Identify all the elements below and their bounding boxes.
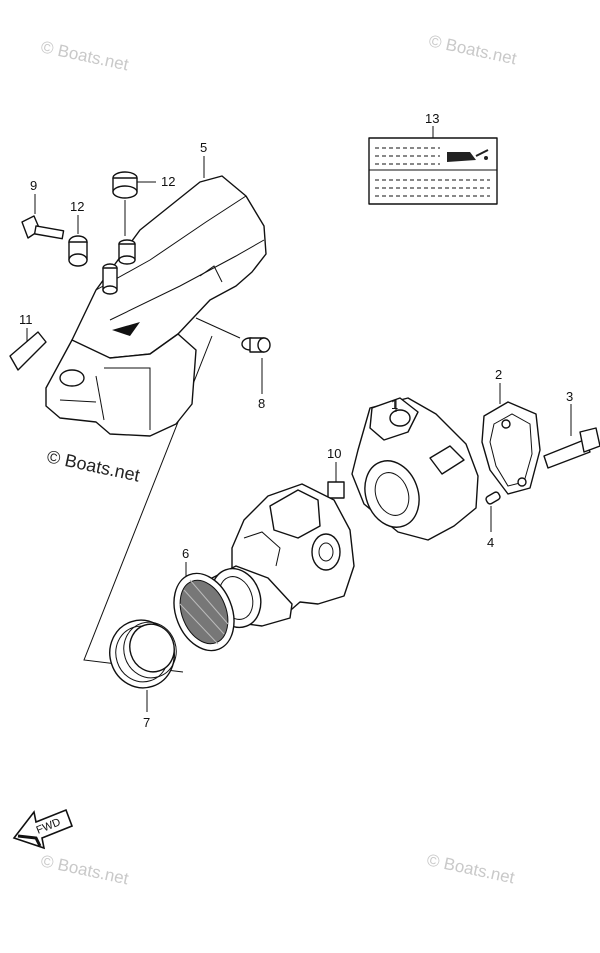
callout-11: 11 — [19, 312, 33, 327]
grommet-part-right — [241, 337, 271, 353]
oil-can-icon — [447, 149, 489, 162]
callout-2: 2 — [495, 367, 502, 382]
callout-13: 13 — [425, 111, 439, 126]
callout-9: 9 — [30, 178, 37, 193]
fwd-arrow-icon — [12, 808, 74, 850]
callout-1: 1 — [391, 397, 398, 412]
seal-part — [9, 331, 47, 371]
seal-ring-part — [109, 619, 177, 689]
callout-12-left: 12 — [70, 199, 84, 214]
grommet-part-top — [112, 171, 138, 199]
clip-part — [327, 481, 345, 499]
throttle-body — [351, 397, 479, 541]
screw-part — [21, 215, 65, 240]
watermark-bottom-left: © Boats.net — [39, 851, 130, 888]
callout-4: 4 — [487, 535, 494, 550]
callout-6: 6 — [182, 546, 189, 561]
gasket-part — [481, 401, 541, 495]
silencer-case — [45, 333, 197, 437]
watermark-top-left: © Boats.net — [39, 37, 130, 74]
watermark-bottom-right: © Boats.net — [425, 850, 516, 887]
grommet-part-left — [68, 235, 88, 267]
label-part — [368, 137, 498, 205]
watermark-top-right: © Boats.net — [427, 31, 518, 68]
callout-7: 7 — [143, 715, 150, 730]
callout-3: 3 — [566, 389, 573, 404]
callout-12-top: 12 — [161, 174, 175, 189]
screen-part — [173, 572, 235, 652]
bolt-part — [543, 427, 600, 469]
callout-8: 8 — [258, 396, 265, 411]
silencer-cover — [71, 175, 267, 359]
watermark-middle: © Boats.net — [45, 446, 141, 485]
callout-5: 5 — [200, 140, 207, 155]
callout-10: 10 — [327, 446, 341, 461]
dowel-pin-part — [485, 491, 501, 505]
